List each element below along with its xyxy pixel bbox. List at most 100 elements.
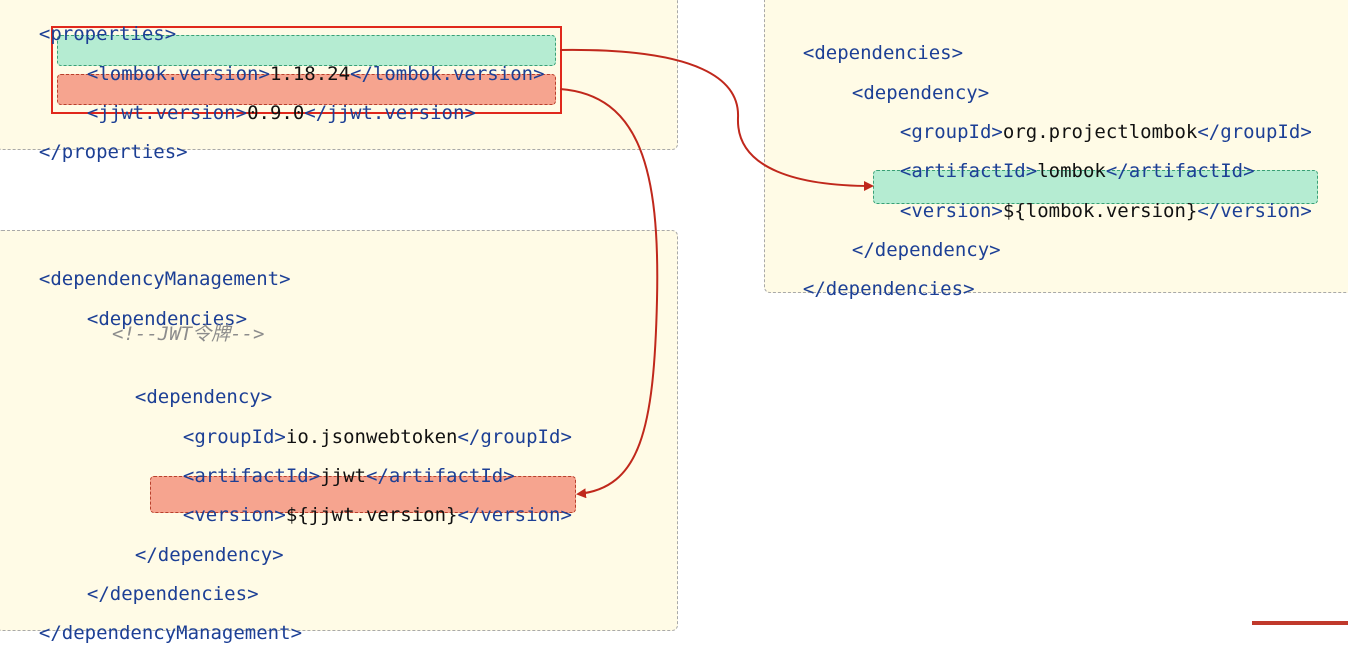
tag-bracket: < xyxy=(802,42,815,64)
dependencies-open-line: <dependencies> xyxy=(780,17,963,64)
tag-bracket: </ xyxy=(1105,160,1129,182)
tag-name: jjwt.version xyxy=(327,102,465,124)
tag-name: lombok.version xyxy=(98,63,259,85)
tag-bracket: </ xyxy=(1197,121,1221,143)
dm-groupid-value: io.jsonwebtoken xyxy=(285,426,458,448)
tag-bracket: > xyxy=(1243,160,1255,182)
tag-name: artifactId xyxy=(911,160,1026,182)
artifactid-line: <artifactId>lombok</artifactId> xyxy=(877,135,1255,182)
corner-decoration xyxy=(1252,621,1348,625)
tag-bracket: < xyxy=(182,426,195,448)
tag-bracket: > xyxy=(464,102,476,124)
artifactid-value: lombok xyxy=(1037,160,1106,182)
tag-bracket: < xyxy=(182,465,195,487)
tag-name: dependencyManagement xyxy=(61,622,291,644)
tag-bracket: > xyxy=(247,583,259,605)
tag-name: dependency xyxy=(874,239,990,261)
jjwt-version-value: 0.9.0 xyxy=(247,102,305,124)
tag-bracket: </ xyxy=(457,504,481,526)
dm-version-ref-value: ${jjwt.version} xyxy=(285,504,458,526)
tag-name: artifactId xyxy=(1128,160,1244,182)
dm-dependency-close-line: </dependency> xyxy=(112,519,284,566)
tag-bracket: < xyxy=(182,504,195,526)
groupid-line: <groupId>org.projectlombok</groupId> xyxy=(877,96,1312,143)
tag-name: lombok.version xyxy=(372,63,534,85)
tag-bracket: </ xyxy=(802,278,826,300)
tag-bracket: > xyxy=(991,121,1003,143)
tag-name: version xyxy=(194,504,275,526)
tag-bracket: > xyxy=(1300,121,1312,143)
tag-name: version xyxy=(1220,200,1301,222)
tag-name: dependencies xyxy=(825,278,964,300)
tag-bracket: </ xyxy=(134,544,158,566)
jjwt-version-line: <jjwt.version>0.9.0</jjwt.version> xyxy=(64,77,476,124)
groupid-value: org.projectlombok xyxy=(1002,121,1198,143)
tag-bracket: </ xyxy=(1197,200,1221,222)
lombok-version-line: <lombok.version>1.18.24</lombok.version> xyxy=(64,38,545,85)
tag-bracket: < xyxy=(38,23,51,45)
properties-open-line: <properties> xyxy=(16,0,176,45)
tag-name: properties xyxy=(61,141,177,163)
tag-name: properties xyxy=(50,23,165,45)
tag-bracket: </ xyxy=(86,583,110,605)
tag-bracket: > xyxy=(977,82,990,104)
tag-bracket: < xyxy=(899,160,912,182)
tag-bracket: > xyxy=(290,622,303,644)
tag-bracket: </ xyxy=(365,465,389,487)
dm-artifactid-value: jjwt xyxy=(320,465,366,487)
dm-close-line: </dependencyManagement> xyxy=(16,597,302,644)
tag-name: groupId xyxy=(911,121,992,143)
version-ref-value: ${lombok.version} xyxy=(1002,200,1198,222)
jjwt-version-highlight xyxy=(57,74,556,105)
tag-name: dependencies xyxy=(98,308,236,330)
dm-groupid-line: <groupId>io.jsonwebtoken</groupId> xyxy=(160,401,572,448)
jjwt-version-ref-highlight xyxy=(150,476,576,513)
tag-bracket: > xyxy=(235,102,248,124)
tag-name: dependencyManagement xyxy=(50,268,280,290)
tag-bracket: > xyxy=(503,465,515,487)
tag-bracket: > xyxy=(279,268,291,290)
tag-bracket: > xyxy=(533,63,545,85)
tag-bracket: < xyxy=(86,102,99,124)
tag-bracket: < xyxy=(851,82,864,104)
dependencies-close-line: </dependencies> xyxy=(780,253,975,300)
tag-bracket: < xyxy=(899,200,912,222)
tag-name: dependency xyxy=(157,544,273,566)
tag-bracket: </ xyxy=(350,63,373,85)
dm-dependency-open-line: <dependency> xyxy=(112,361,272,408)
tag-bracket: < xyxy=(86,308,99,330)
tag-bracket: > xyxy=(272,544,284,566)
tag-bracket: < xyxy=(38,268,51,290)
dm-open-line: <dependencyManagement> xyxy=(16,243,291,290)
tag-name: dependency xyxy=(863,82,978,104)
dm-version-ref-line: <version>${jjwt.version}</version> xyxy=(160,479,572,526)
tag-name: groupId xyxy=(194,426,275,448)
dm-dependencies-open-line: <dependencies> xyxy=(64,283,247,330)
lombok-version-highlight xyxy=(57,35,556,66)
tag-name: artifactId xyxy=(194,465,309,487)
tag-bracket: > xyxy=(963,278,975,300)
tag-bracket: > xyxy=(260,386,273,408)
lombok-version-value: 1.18.24 xyxy=(269,63,351,85)
tag-name: groupId xyxy=(1220,121,1301,143)
tag-bracket: > xyxy=(308,465,321,487)
tag-name: dependencies xyxy=(109,583,248,605)
tag-bracket: > xyxy=(274,426,286,448)
jwt-comment: <!--JWT令牌--> xyxy=(112,323,265,345)
version-ref-line: <version>${lombok.version}</version> xyxy=(877,175,1312,222)
tag-bracket: < xyxy=(86,63,99,85)
tag-bracket: > xyxy=(1300,200,1312,222)
properties-close-line: </properties> xyxy=(16,116,188,163)
lombok-version-ref-highlight xyxy=(873,170,1318,204)
tag-bracket: </ xyxy=(851,239,875,261)
tag-bracket: > xyxy=(235,308,248,330)
tag-bracket: < xyxy=(899,121,912,143)
tag-bracket: > xyxy=(164,23,177,45)
dependency-open-line: <dependency> xyxy=(829,57,989,104)
tag-bracket: > xyxy=(560,504,572,526)
tag-bracket: > xyxy=(176,141,188,163)
tag-bracket: > xyxy=(1025,160,1038,182)
tag-bracket: > xyxy=(258,63,270,85)
tag-bracket: > xyxy=(989,239,1001,261)
tag-bracket: < xyxy=(134,386,147,408)
